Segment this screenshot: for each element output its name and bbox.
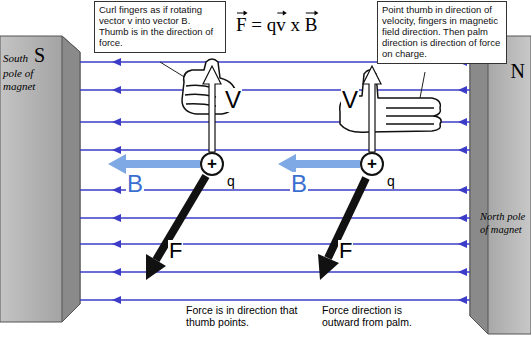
b-arrow — [278, 154, 360, 174]
callout-text: Curl fingers as if rotating vector v int… — [99, 5, 221, 49]
charge-sign: + — [362, 154, 382, 174]
south-magnet-side — [62, 36, 80, 322]
note-text: Force is in direction that thumb points. — [184, 304, 312, 328]
vector-label: B — [126, 172, 144, 196]
south-magnet — [0, 36, 80, 322]
open-hand — [340, 70, 441, 132]
field-lines — [80, 58, 470, 304]
charge-label: q — [386, 174, 396, 188]
f-arrow — [146, 176, 206, 280]
vector-label: F — [338, 240, 353, 262]
vector-label: V — [224, 88, 242, 112]
charge-sign: + — [202, 154, 222, 174]
vector-label: V — [341, 88, 359, 112]
leader-line — [160, 62, 186, 78]
vector-label: B — [290, 172, 308, 196]
callout-box: Point thumb in direction of velocity, fi… — [377, 1, 507, 64]
f-arrow — [318, 178, 366, 280]
note-text: Force direction is outward from palm. — [320, 304, 442, 328]
north-magnet — [470, 36, 531, 334]
leader-line — [420, 72, 425, 98]
pole-label: South — [3, 52, 28, 64]
pole-letter: S — [34, 44, 45, 67]
vector-label: F — [168, 240, 183, 262]
pole-letter: N — [480, 60, 529, 83]
charge-circle: + — [200, 152, 224, 176]
b-arrow — [108, 154, 200, 174]
charge-circle: + — [360, 152, 384, 176]
callout-box: Curl fingers as if rotating vector v int… — [94, 1, 226, 53]
north-magnet-side — [470, 36, 488, 334]
magnet-face: South Spole of magnet — [3, 44, 77, 98]
v-arrow — [203, 66, 221, 152]
v-arrow — [363, 66, 381, 152]
pole-label: pole of magnet — [3, 67, 55, 93]
charge-label: q — [226, 174, 236, 188]
magnet-face: N North pole of magnet — [480, 60, 529, 241]
pole-label: North pole of magnet — [480, 211, 529, 236]
callout-text: Point thumb in direction of velocity, fi… — [382, 5, 502, 60]
formula: F = qv x B — [236, 8, 317, 36]
